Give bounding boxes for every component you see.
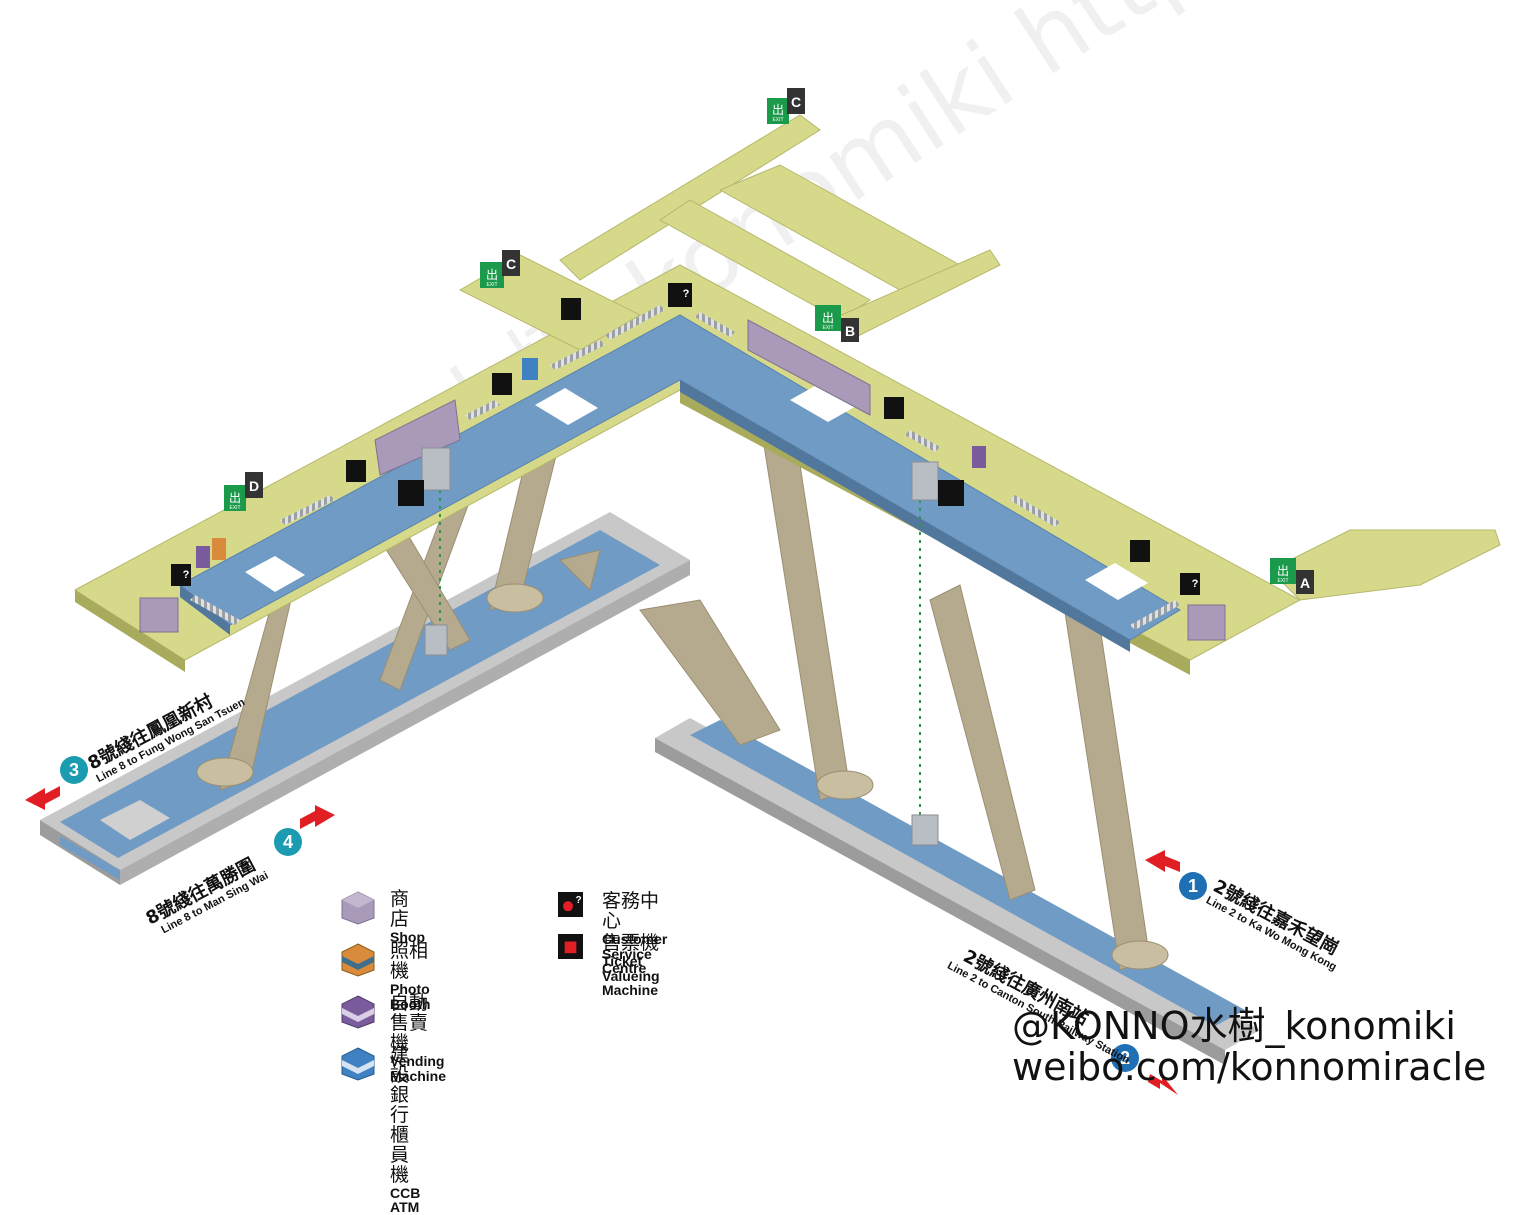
exit-glyphs: 出 出 出 出 出 xyxy=(229,103,1289,578)
exit-b-letter: B xyxy=(845,323,855,339)
exit-glyph-d: 出 xyxy=(229,491,241,505)
line2-west-number: 1 xyxy=(1188,876,1198,896)
legend-photo-booth: 照相機 Photo Booth xyxy=(340,940,431,1012)
legend-ticket-machine-en: Ticket Valueing Machine xyxy=(602,952,660,999)
legend-vending-machine: 自動售賣機 Vending Machine xyxy=(340,992,447,1084)
customer-service-markers xyxy=(171,283,1200,595)
exit-words: EXIT EXIT EXIT EXIT EXIT xyxy=(229,117,1288,584)
fare-gates xyxy=(190,305,1180,630)
legend-atm: 建設銀行櫃員機 CCB ATM xyxy=(340,1044,421,1215)
legend-ticket-machine-zh: 售票機 xyxy=(602,932,660,954)
exit-glyph-c-left: 出 xyxy=(486,268,498,282)
station-map: 3 4 1 2 A B C C D 出 出 出 出 出 EXIT EXIT EX… xyxy=(25,88,1501,1095)
line-badges xyxy=(60,756,1207,1072)
shop-cube-icon xyxy=(341,891,375,925)
shops xyxy=(139,319,1226,641)
paid-area xyxy=(179,314,1181,652)
elevator-shafts xyxy=(439,490,921,820)
mini-machines xyxy=(196,358,986,568)
exit-word-d: EXIT xyxy=(229,505,240,511)
photo-booth-cube-icon xyxy=(341,943,375,977)
legend-vending-machine-zh: 自動售賣機 xyxy=(390,992,429,1054)
line8-west-number: 3 xyxy=(69,760,79,780)
exit-c-top-letter: C xyxy=(791,94,801,110)
stair-feet xyxy=(196,583,1169,970)
ticket-machine-markers xyxy=(346,298,1150,562)
exit-signs xyxy=(224,88,1314,594)
elevators xyxy=(421,447,939,846)
direction-arrows xyxy=(25,786,1180,1095)
exit-glyph-c-top: 出 xyxy=(772,103,784,117)
legend-ticket-machine: 售票機 Ticket Valueing Machine xyxy=(558,932,660,999)
legend-customer-service-zh: 客務中心 xyxy=(602,890,660,932)
exit-glyph-b: 出 xyxy=(822,311,834,325)
legend-vending-machine-en: Vending Machine xyxy=(390,1052,447,1084)
exit-d-letter: D xyxy=(249,478,259,494)
line-badge-numbers: 3 4 1 2 xyxy=(69,760,1198,1068)
exit-letters: A B C C D xyxy=(249,94,1310,591)
ticket-machine-icon xyxy=(558,934,583,959)
legend-atm-en: CCB ATM xyxy=(390,1184,421,1215)
legend-photo-booth-zh: 照相機 xyxy=(390,940,429,982)
line2-south-number: 2 xyxy=(1120,1048,1130,1068)
legend-shop: 商店 Shop xyxy=(340,888,425,945)
legend-customer-service-en: Customer Service Centre xyxy=(602,930,668,977)
legend-shop-zh: 商店 xyxy=(390,888,410,930)
line8-east-number: 4 xyxy=(283,832,293,852)
lift-icons xyxy=(398,480,964,506)
watermark-handle: @KONNO水樹_konomiki xyxy=(1012,1004,1456,1048)
exit-word-c-left: EXIT xyxy=(486,282,497,288)
legend-photo-booth-en: Photo Booth xyxy=(390,980,431,1012)
exit-word-c-top: EXIT xyxy=(772,117,783,123)
exit-a-letter: A xyxy=(1300,575,1310,591)
exit-glyph-a: 出 xyxy=(1277,564,1289,578)
legend-shop-en: Shop xyxy=(390,928,425,945)
vending-machine-cube-icon xyxy=(341,995,375,1029)
legend-atm-zh: 建設銀行櫃員機 xyxy=(390,1044,410,1186)
exit-c-left-letter: C xyxy=(506,256,516,272)
legend-customer-service: ? 客務中心 Customer Service Centre xyxy=(558,890,668,977)
svg-text:?: ? xyxy=(576,895,582,906)
watermark-url: weibo.com/konnomiracle xyxy=(1012,1045,1487,1089)
exit-word-b: EXIT xyxy=(822,325,833,331)
csc-glyph-centre: ? xyxy=(683,288,690,300)
exit-word-a: EXIT xyxy=(1277,578,1288,584)
csc-glyph-west: ? xyxy=(183,569,190,581)
customer-service-glyphs: ? ? ? xyxy=(183,288,1199,590)
customer-service-icon: ? xyxy=(558,892,583,917)
atm-cube-icon xyxy=(341,1047,375,1081)
csc-glyph-east: ? xyxy=(1192,578,1199,590)
